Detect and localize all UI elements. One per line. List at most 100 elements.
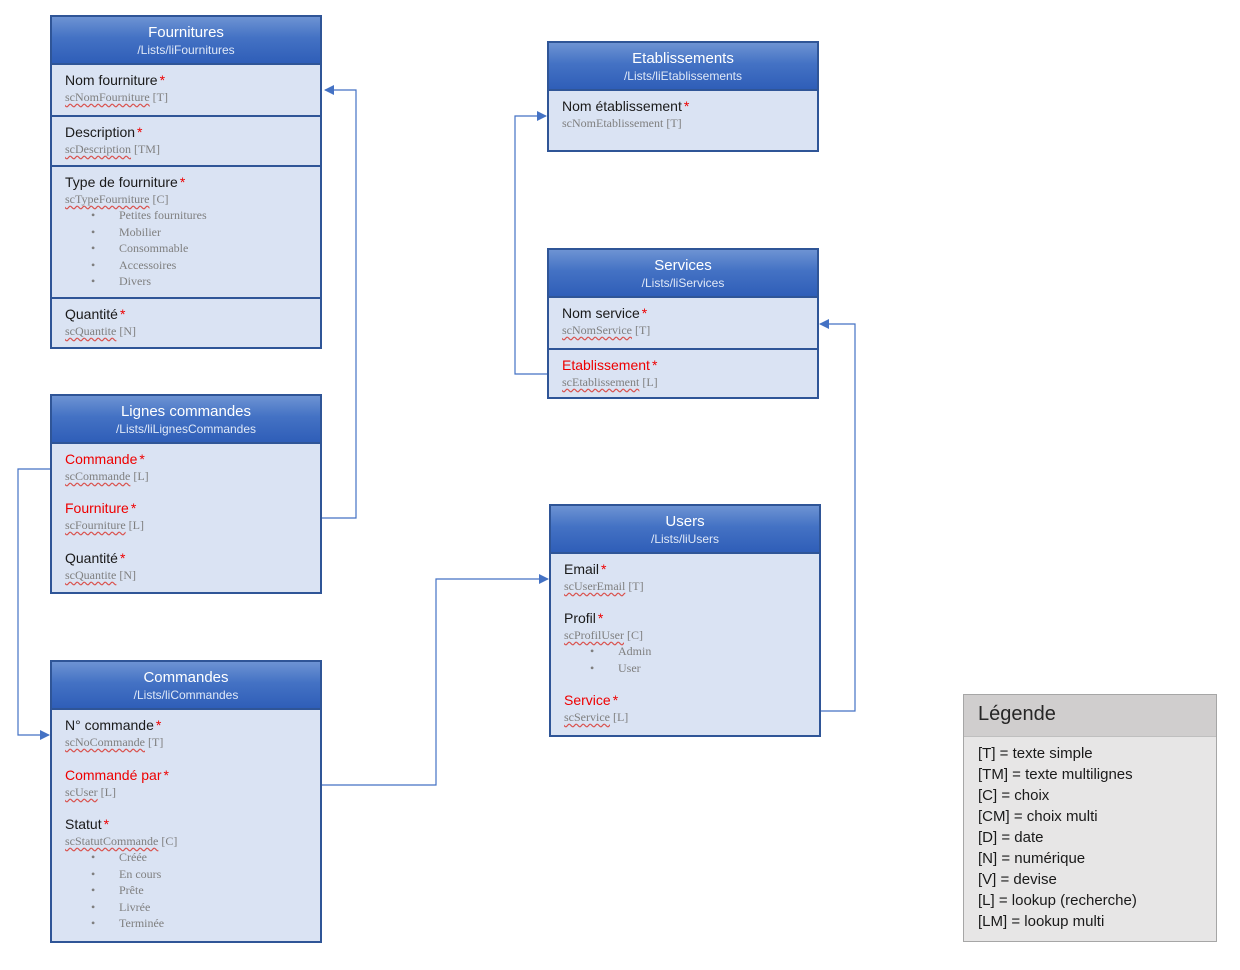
internal-name: scNomService: [562, 323, 632, 337]
field-nom-fourniture: Nom fourniture* scNomFourniture [T]: [52, 65, 320, 115]
choice-option: •Petites fournitures: [91, 208, 207, 222]
required-mark: *: [612, 692, 619, 708]
field-type: [L]: [100, 785, 116, 799]
field-type: [T]: [666, 116, 682, 130]
choice-option: •Accessoires: [91, 257, 177, 272]
choice-options: •Admin •User: [564, 643, 809, 676]
field-statut: Statut* scStatutCommande [C] •Créée •En …: [52, 809, 320, 941]
required-mark: *: [130, 500, 137, 516]
field-type: [L]: [128, 518, 144, 532]
internal-name: scNomEtablissement: [562, 116, 664, 130]
choice-options: •Petites fournitures •Mobilier •Consomma…: [65, 207, 310, 290]
required-mark: *: [641, 305, 648, 321]
internal-name: scDescription: [65, 142, 131, 156]
entity-name: Lignes commandes: [120, 403, 252, 420]
field-fourniture: Fourniture* scFourniture [L]: [52, 493, 320, 543]
legend-title: Légende: [964, 695, 1216, 737]
internal-name: scEtablissement: [562, 375, 640, 389]
required-mark: *: [159, 72, 166, 88]
required-mark: *: [683, 98, 690, 114]
internal-name: scStatutCommande: [65, 834, 159, 848]
choice-option: •Consommable: [91, 241, 189, 255]
field-type: [C]: [627, 628, 643, 642]
field-quantite: Quantité* scQuantite [N]: [52, 297, 320, 347]
required-mark: *: [601, 561, 607, 577]
choice-option: •Prête: [91, 883, 144, 897]
choice-options: •Créée •En cours •Prête •Livrée •Terminé…: [65, 849, 310, 932]
entity-name: Commandes: [143, 669, 229, 686]
internal-name: scProfilUser: [564, 628, 624, 642]
entity-path: /Lists/liUsers: [650, 532, 719, 546]
field-type: [C]: [152, 192, 169, 206]
field-type: [L]: [642, 375, 658, 389]
entity-name: Etablissements: [632, 50, 734, 67]
entity-header: Services /Lists/liServices: [549, 250, 817, 298]
field-type: [C]: [161, 834, 178, 848]
field-label: Nom service: [562, 305, 640, 321]
legend-box: Légende [T] = texte simple [TM] = texte …: [963, 694, 1217, 942]
field-label: Nom fourniture: [65, 72, 158, 88]
entity-users: Users /Lists/liUsers Email* scUserEmail …: [549, 504, 821, 737]
field-profil: Profil* scProfilUser [C] •Admin •User: [551, 603, 819, 685]
entity-path: /Lists/liCommandes: [133, 688, 239, 702]
entity-name: Users: [665, 513, 705, 530]
choice-option: •Terminée: [91, 916, 165, 930]
entity-path: /Lists/liFournitures: [137, 43, 235, 57]
required-mark: *: [119, 306, 126, 322]
field-type: [T]: [628, 579, 644, 593]
field-type-fourniture: Type de fourniture* scTypeFourniture [C]…: [52, 165, 320, 297]
internal-name: scService: [564, 710, 610, 724]
entity-path: /Lists/liLignesCommandes: [115, 422, 257, 436]
internal-name: scFourniture: [65, 518, 126, 532]
choice-option: •Admin: [590, 644, 652, 658]
field-label: N° commande: [65, 717, 154, 733]
internal-name: scTypeFourniture: [65, 192, 150, 206]
internal-name: scNomFourniture: [65, 90, 150, 104]
field-label: Email: [564, 561, 600, 577]
connector-commande-to-commandes: [17, 468, 51, 740]
field-label: Service: [564, 692, 611, 708]
entity-header: Commandes /Lists/liCommandes: [52, 662, 320, 710]
entity-fournitures: Fournitures /Lists/liFournitures Nom fou…: [50, 15, 322, 349]
required-mark: *: [103, 816, 110, 832]
internal-name: scUserEmail: [564, 579, 626, 593]
internal-name: scUser: [65, 785, 98, 799]
required-mark: *: [179, 174, 186, 190]
field-label: Nom établissement: [562, 98, 682, 114]
field-type: [T]: [634, 323, 651, 337]
field-label: Type de fourniture: [65, 174, 178, 190]
entity-header: Etablissements /Lists/liEtablissements: [549, 43, 817, 91]
required-mark: *: [651, 357, 658, 373]
internal-name: scCommande: [65, 469, 131, 483]
choice-option: •En cours: [91, 866, 162, 881]
entity-services: Services /Lists/liServices Nom service* …: [547, 248, 819, 399]
field-type: [TM]: [133, 142, 160, 156]
entity-header: Users /Lists/liUsers: [551, 506, 819, 554]
choice-option: •Divers: [91, 274, 151, 288]
field-label: Fourniture: [65, 500, 129, 516]
internal-name: scQuantite: [65, 324, 117, 338]
entity-header: Fournitures /Lists/liFournitures: [52, 17, 320, 65]
field-label: Description: [65, 124, 136, 140]
field-nom-service: Nom service* scNomService [T]: [549, 298, 817, 348]
field-quantite: Quantité* scQuantite [N]: [52, 543, 320, 593]
field-no-commande: N° commande* scNoCommande [T]: [52, 710, 320, 760]
field-service: Service* scService [L]: [551, 685, 819, 733]
entity-path: /Lists/liEtablissements: [623, 69, 743, 83]
field-label: Profil: [564, 610, 596, 626]
field-commande: Commande* scCommande [L]: [52, 444, 320, 493]
entity-name: Services: [654, 257, 712, 274]
entity-path: /Lists/liServices: [641, 276, 725, 290]
field-label: Commande: [65, 451, 138, 467]
connector-etablissement-to-etablissements: [514, 111, 548, 375]
internal-name: scNoCommande: [65, 735, 145, 749]
field-label: Commandé par: [65, 767, 162, 783]
field-type: [N]: [119, 324, 136, 338]
entity-commandes: Commandes /Lists/liCommandes N° commande…: [50, 660, 322, 943]
required-mark: *: [155, 717, 162, 733]
legend-item: [LM] = lookup multi: [978, 913, 1105, 930]
required-mark: *: [139, 451, 145, 467]
required-mark: *: [163, 767, 169, 783]
field-label: Etablissement: [562, 357, 650, 373]
